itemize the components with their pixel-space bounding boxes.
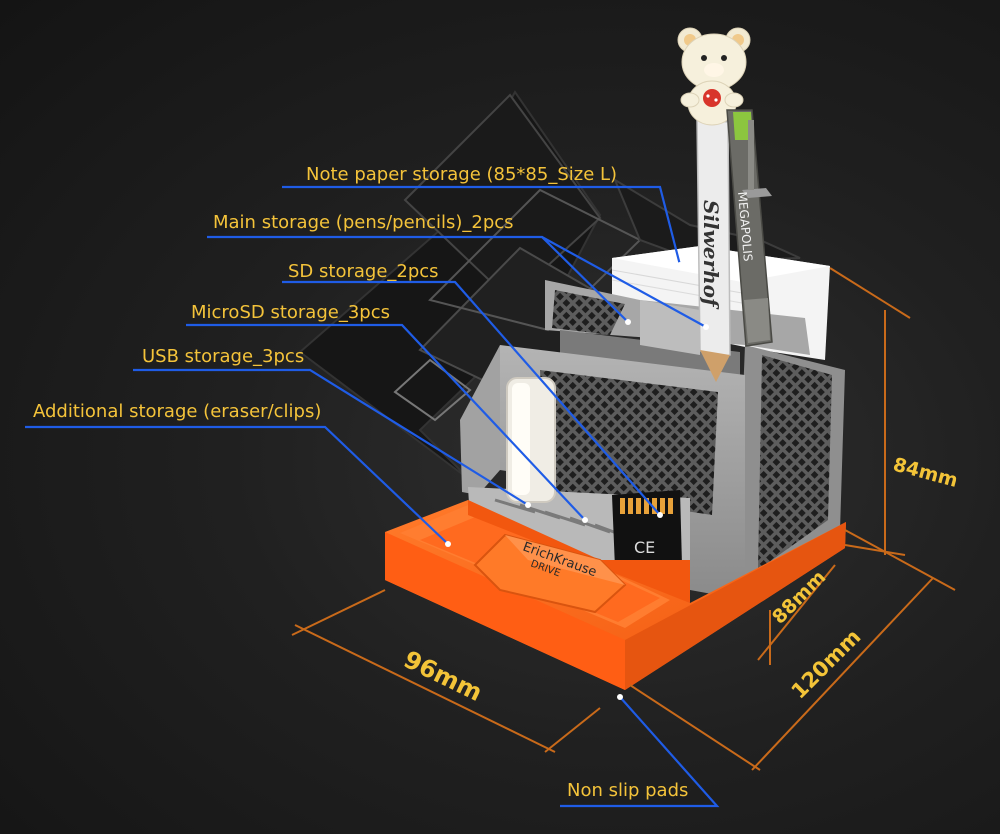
pencil-brand-print: Silwerhof	[699, 200, 723, 310]
leader-main-storage-2	[541, 236, 707, 328]
callout-non-slip-pads: Non slip pads	[567, 780, 689, 801]
white-eraser	[506, 377, 556, 503]
mechanical-pen: MEGAPOLIS	[726, 109, 773, 347]
leader-dots	[445, 262, 709, 700]
leader-note-paper	[282, 185, 682, 266]
sd-card-ce-mark: CE	[634, 538, 655, 557]
callout-main-storage: Main storage (pens/pencils)_2pcs	[213, 212, 514, 233]
sd-card: CE	[612, 490, 682, 568]
bear-topper	[677, 27, 751, 126]
leader-lines	[25, 185, 720, 808]
orange-eraser: ErichKrause DRIVE	[473, 533, 627, 614]
leader-microsd	[186, 323, 586, 521]
callout-usb-storage: USB storage_3pcs	[142, 346, 305, 367]
leader-additional	[25, 425, 449, 545]
pencil: Silwerhof	[696, 117, 731, 382]
dimension-height: 84mm	[891, 454, 960, 492]
callout-note-paper-storage: Note paper storage (85*85_Size L)	[306, 164, 618, 185]
callout-sd-storage: SD storage_2pcs	[288, 261, 439, 282]
pen-brand-print: MEGAPOLIS	[735, 191, 755, 262]
callout-microsd-storage: MicroSD storage_3pcs	[191, 302, 390, 323]
callout-additional-storage: Additional storage (eraser/clips)	[33, 401, 322, 422]
leader-sd	[282, 280, 661, 516]
leader-non-slip	[560, 696, 720, 808]
leader-usb	[133, 368, 529, 506]
dimension-lines	[291, 267, 956, 771]
